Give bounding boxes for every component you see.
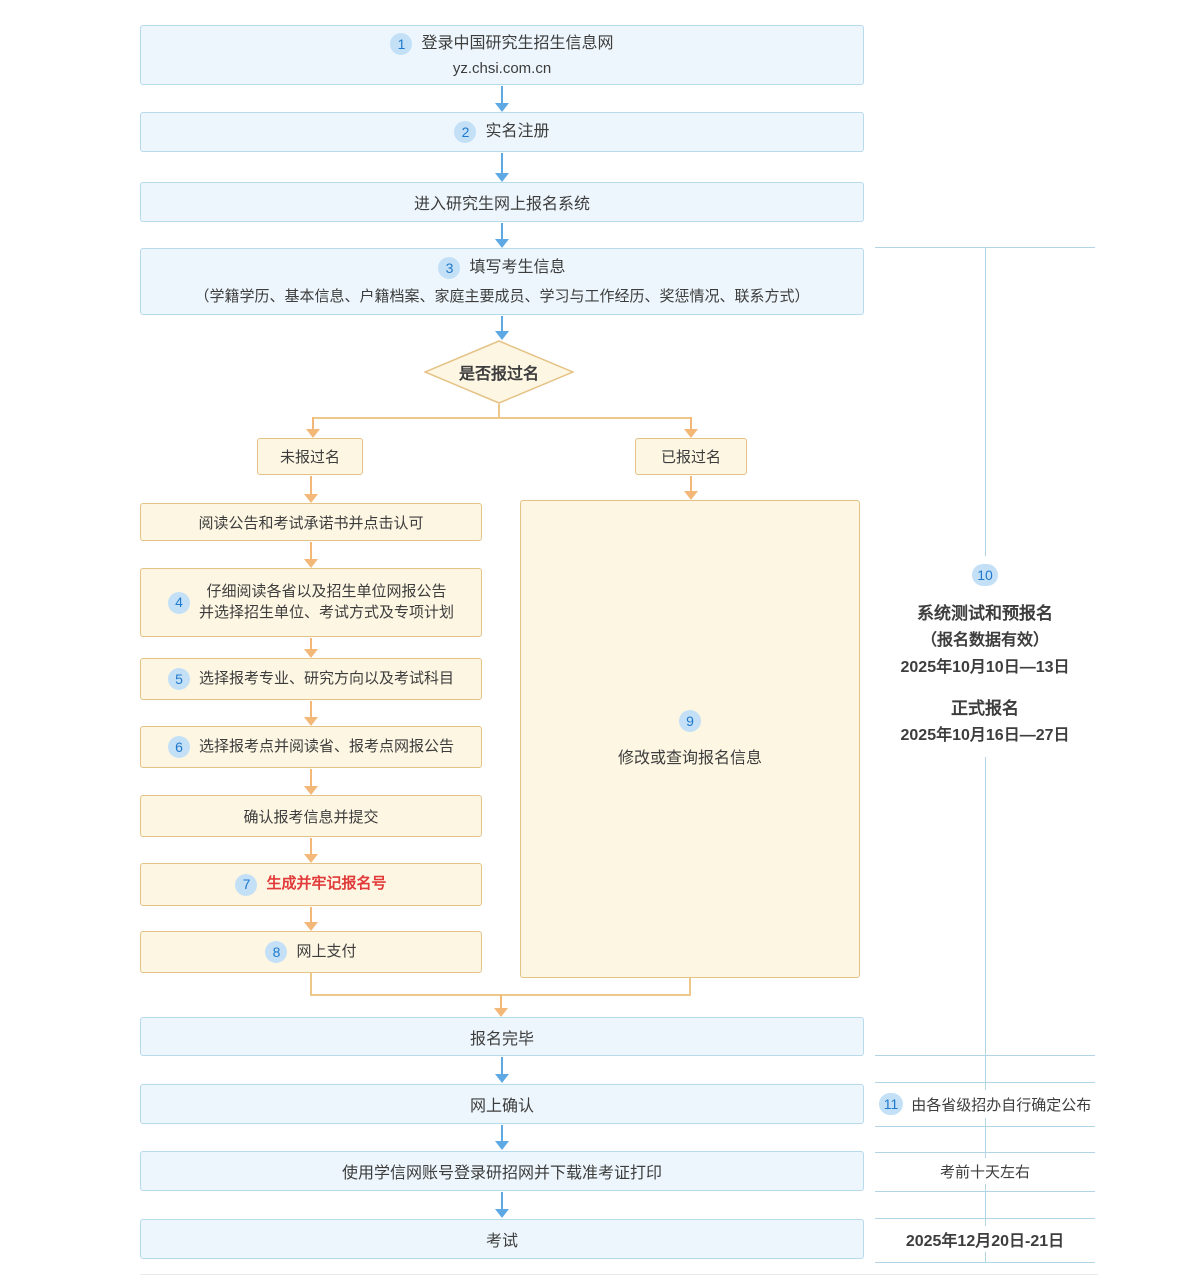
sidebar-hline-3 (875, 1082, 1095, 1083)
note11-label: 由各省级招办自行确定公布 (911, 1096, 1092, 1114)
step4-line2: 并选择招生单位、考试方式及专项计划 (198, 603, 454, 621)
arrow-l5 (303, 838, 319, 863)
step2-register-box: 2 实名注册 (140, 112, 864, 152)
note10-title2: 正式报名 (951, 699, 1019, 718)
arrow-step1-step2 (494, 86, 510, 112)
arrow-l1 (303, 542, 319, 568)
finish-label: 报名完毕 (469, 1030, 534, 1048)
online-confirm-box: 网上确认 (140, 1084, 864, 1124)
note11-badge: 11 (878, 1093, 904, 1115)
note10-badge: 10 (972, 564, 998, 586)
step1-title-row: 1 登录中国研究生招生信息网 (390, 33, 614, 55)
enter-system-box: 进入研究生网上报名系统 (140, 182, 864, 222)
step1-title: 登录中国研究生招生信息网 (421, 35, 614, 53)
step3-badge: 3 (438, 257, 461, 279)
step4-lines: 仔细阅读各省以及招生单位网报公告 并选择招生单位、考试方式及专项计划 (199, 582, 454, 623)
bottom-divider-line (140, 1274, 1098, 1275)
step1-login-box: 1 登录中国研究生招生信息网 yz.chsi.com.cn (140, 25, 864, 85)
step8-pay-online-box: 8 网上支付 (140, 931, 482, 973)
step2-badge: 2 (454, 121, 477, 143)
step9-badge: 9 (679, 710, 701, 732)
arrow-finish-confirm (494, 1057, 510, 1083)
decision-stem-line (498, 404, 500, 418)
arrow-l4 (303, 769, 319, 795)
arrow-confirm-download (494, 1125, 510, 1150)
sidebar-hline-1 (875, 247, 1095, 248)
step6-label: 选择报考点并阅读省、报考点网报公告 (198, 737, 454, 755)
sidebar-note-before-exam: 考前十天左右 (875, 1158, 1095, 1184)
arrow-yes-to-modify (683, 476, 699, 500)
step8-badge: 8 (265, 941, 288, 963)
arrow-l6 (303, 907, 319, 931)
enter-system-label: 进入研究生网上报名系统 (413, 196, 590, 213)
arrow-to-branch-yes (683, 417, 699, 438)
step7-label: 生成并牢记报名号 (266, 875, 387, 893)
branch-no-label: 未报过名 (279, 449, 340, 466)
branch-yes-label: 已报过名 (660, 449, 721, 466)
sidebar-hline-6 (875, 1191, 1095, 1192)
step5-label: 选择报考专业、研究方向以及考试科目 (198, 669, 454, 687)
arrow-download-exam (494, 1192, 510, 1218)
sidebar-hline-5 (875, 1152, 1095, 1153)
note10-date2: 2025年10月16日—27日 (900, 727, 1070, 744)
branch-no-box: 未报过名 (257, 438, 363, 475)
decision-diamond: 是否报过名 (423, 340, 575, 404)
step5-choose-major-box: 5 选择报考专业、研究方向以及考试科目 (140, 658, 482, 700)
step1-url: yz.chsi.com.cn (452, 60, 552, 77)
step5-badge: 5 (167, 668, 190, 690)
note-exam-date-label: 2025年12月20日-21日 (905, 1233, 1065, 1250)
step7-generate-number-box: 7 生成并牢记报名号 (140, 863, 482, 906)
step4-read-announcement-box: 4 仔细阅读各省以及招生单位网报公告 并选择招生单位、考试方式及专项计划 (140, 568, 482, 637)
arrow-enter-step3 (494, 223, 510, 248)
download-ticket-label: 使用学信网账号登录研招网并下载准考证打印 (341, 1165, 662, 1182)
step3-detail: （学籍学历、基本信息、户籍档案、家庭主要成员、学习与工作经历、奖惩情况、联系方式… (194, 288, 810, 305)
confirm-submit-label: 确认报考信息并提交 (243, 808, 379, 826)
step8-label: 网上支付 (296, 942, 357, 960)
step9-label: 修改或查询报名信息 (617, 750, 762, 767)
download-ticket-box: 使用学信网账号登录研招网并下载准考证打印 (140, 1151, 864, 1191)
sidebar-hline-2 (875, 1055, 1095, 1056)
exam-label: 考试 (485, 1233, 518, 1250)
step6-choose-site-box: 6 选择报考点并阅读省、报考点网报公告 (140, 726, 482, 768)
sidebar-hline-8 (875, 1262, 1095, 1263)
merge-left-line (310, 973, 312, 996)
note10-sub1: （报名数据有效） (920, 632, 1049, 649)
read-notice-box: 阅读公告和考试承诺书并点击认可 (140, 503, 482, 541)
note-before-exam-label: 考前十天左右 (939, 1163, 1030, 1181)
branch-split-line (312, 417, 692, 419)
step7-badge: 7 (235, 873, 258, 896)
diamond-shape-icon (423, 340, 575, 404)
sidebar-hline-7 (875, 1218, 1095, 1219)
step3-title: 填写考生信息 (469, 259, 566, 277)
read-notice-label: 阅读公告和考试承诺书并点击认可 (198, 514, 424, 532)
finish-box: 报名完毕 (140, 1017, 864, 1056)
step4-badge: 4 (167, 591, 190, 614)
merge-right-line (689, 978, 691, 996)
arrow-l3 (303, 701, 319, 726)
step6-badge: 6 (167, 736, 190, 758)
arrow-no-to-read (303, 476, 319, 503)
arrow-l2 (303, 638, 319, 658)
step2-label: 实名注册 (485, 123, 550, 141)
arrow-step2-enter (494, 153, 510, 182)
note10-date1: 2025年10月10日—13日 (900, 659, 1070, 676)
confirm-submit-box: 确认报考信息并提交 (140, 795, 482, 837)
online-confirm-label: 网上确认 (469, 1098, 534, 1115)
arrow-to-branch-no (305, 417, 321, 438)
exam-box: 考试 (140, 1219, 864, 1259)
decision-label: 是否报过名 (458, 366, 539, 383)
arrow-merge-finish (493, 995, 509, 1017)
arrow-step3-decision (494, 316, 510, 340)
step1-badge: 1 (390, 33, 413, 55)
sidebar-note-10: 10 系统测试和预报名 （报名数据有效） 2025年10月10日—13日 正式报… (875, 556, 1095, 757)
sidebar-hline-4 (875, 1126, 1095, 1127)
note10-title1: 系统测试和预报名 (917, 604, 1053, 623)
step3-fill-info-box: 3 填写考生信息 （学籍学历、基本信息、户籍档案、家庭主要成员、学习与工作经历、… (140, 248, 864, 315)
step4-line1: 仔细阅读各省以及招生单位网报公告 (206, 583, 447, 601)
step9-modify-query-box: 9 修改或查询报名信息 (520, 500, 860, 978)
sidebar-note-exam-date: 2025年12月20日-21日 (875, 1226, 1095, 1252)
sidebar-note-11: 11 由各省级招办自行确定公布 (875, 1090, 1095, 1118)
branch-yes-box: 已报过名 (635, 438, 747, 475)
